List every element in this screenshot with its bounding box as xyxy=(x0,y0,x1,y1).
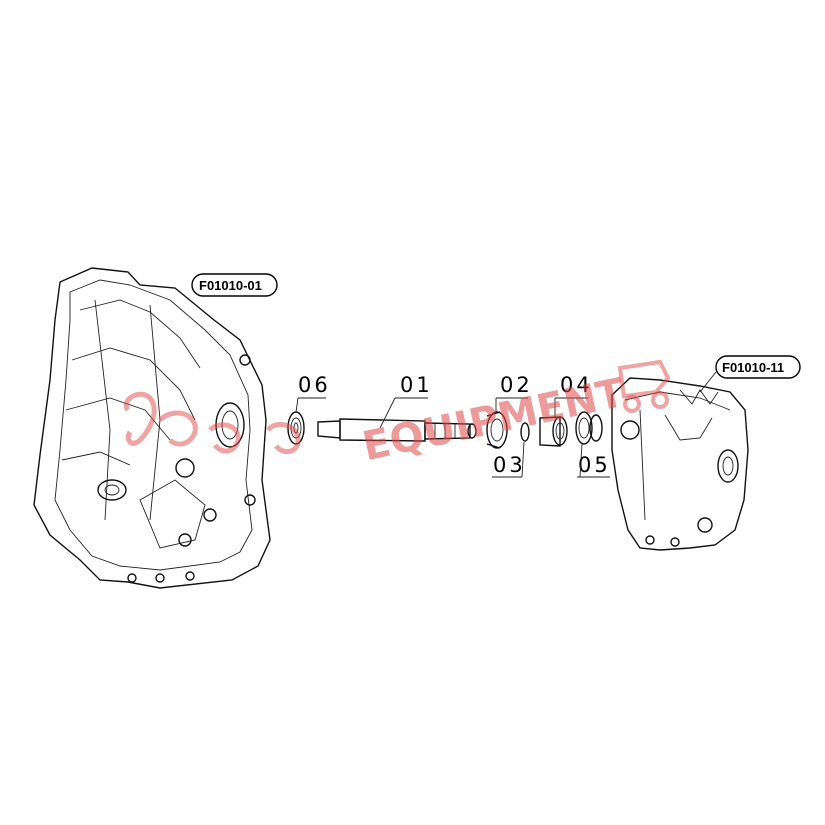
label-02: 02 xyxy=(495,373,533,412)
svg-text:05: 05 xyxy=(578,453,611,477)
collar-04-drawing xyxy=(539,416,568,447)
svg-text:06: 06 xyxy=(298,373,331,397)
svg-text:01: 01 xyxy=(400,373,433,397)
bearing-02-drawing xyxy=(486,411,508,449)
snap-ring-03-drawing xyxy=(520,422,530,442)
right-housing-drawing xyxy=(611,377,749,551)
left-housing-drawing xyxy=(33,267,271,589)
label-05: 05 xyxy=(577,443,611,478)
svg-text:04: 04 xyxy=(560,373,593,397)
label-04: 04 xyxy=(554,373,593,417)
shaft-01-drawing xyxy=(317,418,477,442)
svg-text:02: 02 xyxy=(500,373,533,397)
bearing-05-drawing xyxy=(575,411,603,445)
callout-right-housing: F01010-11 xyxy=(699,355,801,393)
label-06: 06 xyxy=(295,373,331,413)
svg-text:03: 03 xyxy=(493,453,526,477)
callout-left-housing: F01010-01 xyxy=(191,273,278,297)
svg-text:F01010-11: F01010-11 xyxy=(722,360,784,375)
svg-text:F01010-01: F01010-01 xyxy=(199,278,262,293)
label-03: 03 xyxy=(492,441,526,478)
label-01: 01 xyxy=(379,373,433,429)
